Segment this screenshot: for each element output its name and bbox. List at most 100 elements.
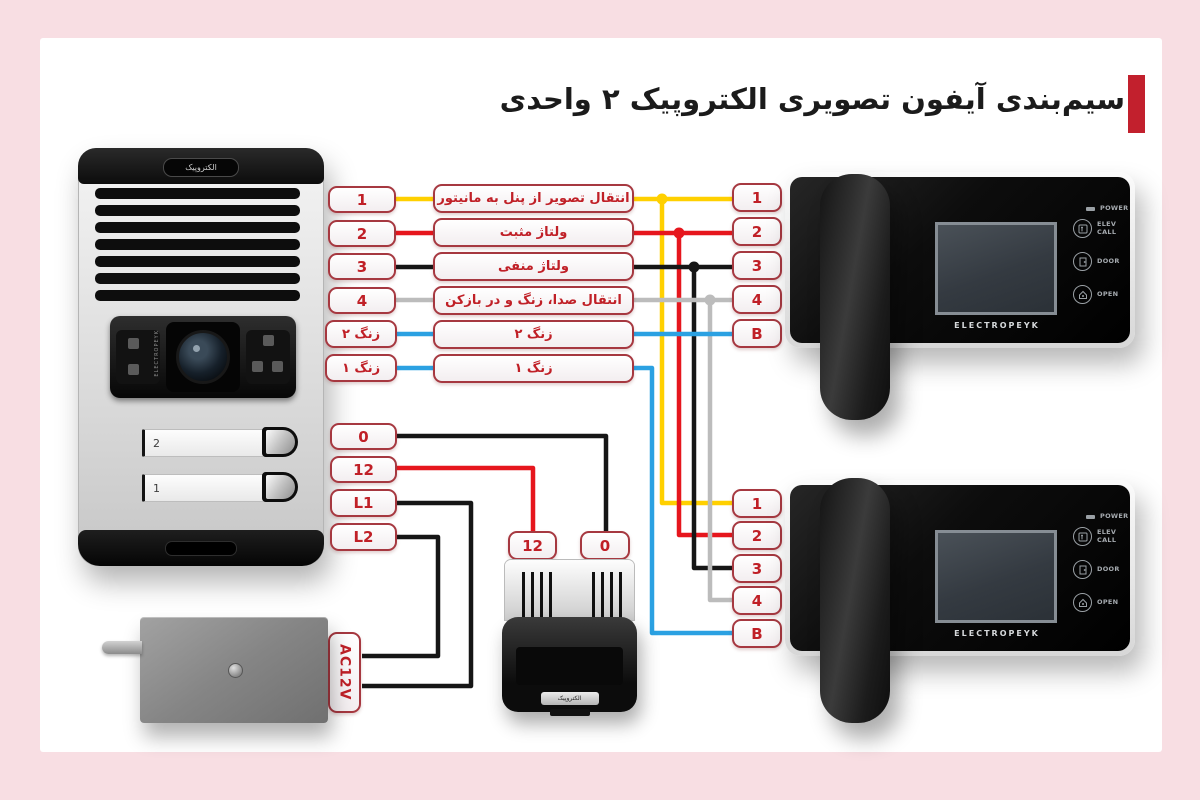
panel-top-cap: الکتروپیک <box>78 148 324 184</box>
lock-voltage-label: AC12V <box>328 632 361 713</box>
elev-call-row: ELEV CALL <box>1073 527 1123 546</box>
led-icon <box>272 361 283 372</box>
transformer-terminal-0: 0 <box>580 531 630 560</box>
screw-icon <box>228 663 243 678</box>
elev-call-row: ELEV CALL <box>1073 219 1123 238</box>
panel-terminal-0: 0 <box>330 423 397 450</box>
panel-terminal-l1: L1 <box>330 489 397 517</box>
name-tag-2: 2 <box>142 429 264 457</box>
monitor2-terminal-3: 3 <box>732 554 782 583</box>
open-row: OPEN <box>1073 285 1118 304</box>
terminal-pins-left <box>522 572 553 618</box>
call-button-row-2: 2 <box>142 427 298 457</box>
panel-terminal-3: 3 <box>328 253 396 280</box>
power-transformer: الکتروپیک <box>502 560 637 716</box>
door-panel: الکتروپیک ELECTROPEYK <box>78 148 324 566</box>
elev-call-icon[interactable] <box>1073 527 1092 546</box>
call-button-face <box>266 430 295 454</box>
monitor1-terminal-4: 4 <box>732 285 782 314</box>
diagram-title: سیم‌بندی آیفون تصویری الکتروپیک ۲ واحدی <box>499 82 1125 116</box>
call-button-2[interactable] <box>262 427 298 457</box>
door-icon[interactable] <box>1073 560 1092 579</box>
led-icon <box>252 361 263 372</box>
door-icon[interactable] <box>1073 252 1092 271</box>
monitor2-terminal-b: B <box>732 619 782 648</box>
monitor1-handset[interactable] <box>820 174 890 420</box>
door-row: DOOR <box>1073 560 1120 579</box>
open-label: OPEN <box>1097 289 1119 298</box>
power-indicator-row: POWER <box>1086 204 1129 213</box>
panel-terminal-12: 12 <box>330 456 397 483</box>
panel-terminal-ring1: زنگ ۱ <box>325 354 397 382</box>
monitor1-terminal-b: B <box>732 319 782 348</box>
camera-brand-text: ELECTROPEYK <box>154 330 160 377</box>
latch-pin <box>102 641 142 654</box>
monitor2-terminal-4: 4 <box>732 586 782 615</box>
call-button-1[interactable] <box>262 472 298 502</box>
lock-voltage-text: AC12V <box>336 644 353 701</box>
camera-lens-block <box>166 322 240 392</box>
panel-terminal-1: 1 <box>328 186 396 213</box>
transformer-terminal-12: 12 <box>508 531 557 560</box>
wire-label-ring1: زنگ ۱ <box>433 354 634 383</box>
grille-slat <box>95 205 300 216</box>
camera-lens-icon <box>176 330 230 384</box>
panel-terminal-4: 4 <box>328 287 396 314</box>
led-icon <box>128 338 139 349</box>
transformer-terminal-block <box>505 560 634 620</box>
grille-slat <box>95 273 300 284</box>
name-tag-1: 1 <box>142 474 264 502</box>
wire-label-negative: ولتاژ منفی <box>433 252 634 281</box>
wire-label-video: انتقال تصویر از پنل به مانیتور <box>433 184 634 213</box>
open-icon[interactable] <box>1073 593 1092 612</box>
panel-terminal-l2: L2 <box>330 523 397 551</box>
power-led-icon <box>1086 514 1095 519</box>
electric-door-lock <box>102 617 328 723</box>
title-accent-bar <box>1128 75 1145 133</box>
transformer-body: الکتروپیک <box>502 617 637 716</box>
call-button-row-1: 1 <box>142 472 298 502</box>
monitor-brand: ELECTROPEYK <box>954 629 1040 638</box>
transformer-face <box>516 647 623 685</box>
grille-slat <box>95 256 300 267</box>
door-row: DOOR <box>1073 252 1120 271</box>
call-button-face <box>266 475 295 499</box>
monitor2-terminal-1: 1 <box>732 489 782 518</box>
led-panel-left <box>116 330 160 384</box>
name-tag-label: 1 <box>153 481 160 495</box>
panel-brand-badge: الکتروپیک <box>163 158 239 177</box>
elev-call-label: ELEV CALL <box>1097 219 1117 236</box>
power-label: POWER <box>1100 204 1129 212</box>
panel-bottom-cap <box>78 530 324 566</box>
monitor1-terminal-3: 3 <box>732 251 782 280</box>
monitor-screen <box>935 222 1057 315</box>
open-icon[interactable] <box>1073 285 1092 304</box>
open-row: OPEN <box>1073 593 1118 612</box>
name-tag-label: 2 <box>153 436 160 450</box>
led-panel-right <box>246 330 290 384</box>
grille-slat <box>95 188 300 199</box>
wire-label-ring2: زنگ ۲ <box>433 320 634 349</box>
transformer-tab <box>549 709 590 716</box>
grille-slat <box>95 290 300 301</box>
camera-module: ELECTROPEYK <box>110 316 296 398</box>
door-label: DOOR <box>1097 564 1120 573</box>
power-indicator-row: POWER <box>1086 512 1128 521</box>
panel-terminal-2: 2 <box>328 220 396 247</box>
monitor2-terminal-2: 2 <box>732 521 782 550</box>
led-icon <box>128 364 139 375</box>
monitor1-terminal-1: 1 <box>732 183 782 212</box>
speaker-grille <box>95 188 300 307</box>
lens-glare <box>193 345 201 353</box>
grille-slat <box>95 222 300 233</box>
led-icon <box>263 335 274 346</box>
power-led-icon <box>1086 206 1095 211</box>
transformer-brand-badge: الکتروپیک <box>540 692 599 705</box>
monitor-screen <box>935 530 1057 623</box>
terminal-pins-right <box>592 572 623 618</box>
monitor2-handset[interactable] <box>820 478 890 723</box>
wire-label-positive: ولتاژ مثبت <box>433 218 634 247</box>
door-label: DOOR <box>1097 256 1120 265</box>
elev-call-icon[interactable] <box>1073 219 1092 238</box>
